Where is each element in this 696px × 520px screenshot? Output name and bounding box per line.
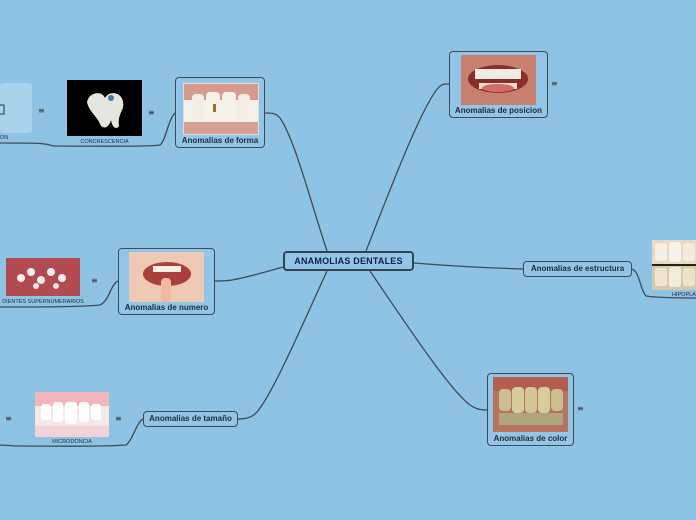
link-color [369, 270, 488, 411]
branch-color[interactable]: Anomalias de color [487, 373, 574, 446]
microdoncia-caption: MICRODONCIA [52, 439, 92, 445]
branch-color-label: Anomalias de color [493, 434, 568, 443]
supernumerarios-photo[interactable] [6, 258, 80, 296]
central-topic[interactable]: ANAMOLIAS DENTALES [283, 251, 414, 271]
hipoplasia-caption: HIPOPLA [672, 292, 696, 298]
link-microdoncia [0, 418, 144, 447]
branch-posicion-label: Anomalias de posicion [454, 106, 543, 115]
posicion-menu-icon[interactable]: ≡ [551, 79, 558, 88]
link-numero [214, 266, 284, 282]
concrescencia-photo[interactable] [67, 80, 142, 136]
image-fragment-icon [0, 104, 5, 115]
forma-menu-icon[interactable]: ≡ [148, 108, 155, 117]
central-topic-label: ANAMOLIAS DENTALES [294, 256, 403, 266]
tooth-image-icon [87, 93, 124, 128]
link-hipoplasia [631, 268, 696, 299]
mouth-image-icon [143, 262, 191, 302]
branch-forma[interactable]: Anomalias de forma [175, 77, 265, 148]
link-left-edge [0, 142, 54, 147]
numero-photo [129, 252, 204, 302]
link-posicion [365, 83, 450, 252]
posicion-photo [461, 55, 536, 105]
concrescencia-caption: CONCRESCENCIA [80, 139, 129, 145]
left-edge-caption: ON [0, 135, 9, 141]
branch-tamano[interactable]: Anomalias de tamaño [143, 411, 238, 427]
left-edge-photo[interactable] [0, 83, 32, 133]
color-photo [493, 377, 568, 432]
branch-posicion[interactable]: Anomalias de posicion [449, 51, 548, 118]
microdoncia-menu-icon[interactable]: ≡ [5, 414, 12, 423]
microdoncia-photo[interactable] [35, 392, 109, 437]
color-menu-icon[interactable]: ≡ [577, 404, 584, 413]
teeth-image-icon [184, 84, 258, 134]
concrescencia-menu-icon[interactable]: ≡ [38, 106, 45, 115]
small-teeth-icon [35, 392, 109, 437]
link-forma [264, 112, 328, 252]
link-estructura [413, 262, 524, 270]
branch-estructura-label: Anomalias de estructura [530, 264, 625, 273]
teeth-pair-icon [652, 240, 696, 290]
link-concrescencia [52, 112, 176, 147]
forma-photo [183, 83, 259, 135]
hipoplasia-photo[interactable] [652, 240, 696, 290]
branch-forma-label: Anomalias de forma [181, 136, 259, 145]
supernumerarios-caption: DIENTES SUPERNUMERARIOS [2, 299, 84, 305]
link-tamano [237, 270, 328, 420]
numero-menu-icon[interactable]: ≡ [91, 276, 98, 285]
branch-estructura[interactable]: Anomalias de estructura [523, 261, 632, 277]
link-supernumerarios [0, 280, 119, 308]
branch-numero-label: Anomalias de numero [124, 303, 209, 312]
branch-numero[interactable]: Anomalias de numero [118, 248, 215, 315]
teeth-cluster-icon [17, 268, 66, 289]
tamano-menu-icon[interactable]: ≡ [115, 414, 122, 423]
smile-image-icon [468, 65, 528, 93]
stained-teeth-icon [493, 377, 568, 425]
branch-tamano-label: Anomalias de tamaño [149, 414, 232, 423]
